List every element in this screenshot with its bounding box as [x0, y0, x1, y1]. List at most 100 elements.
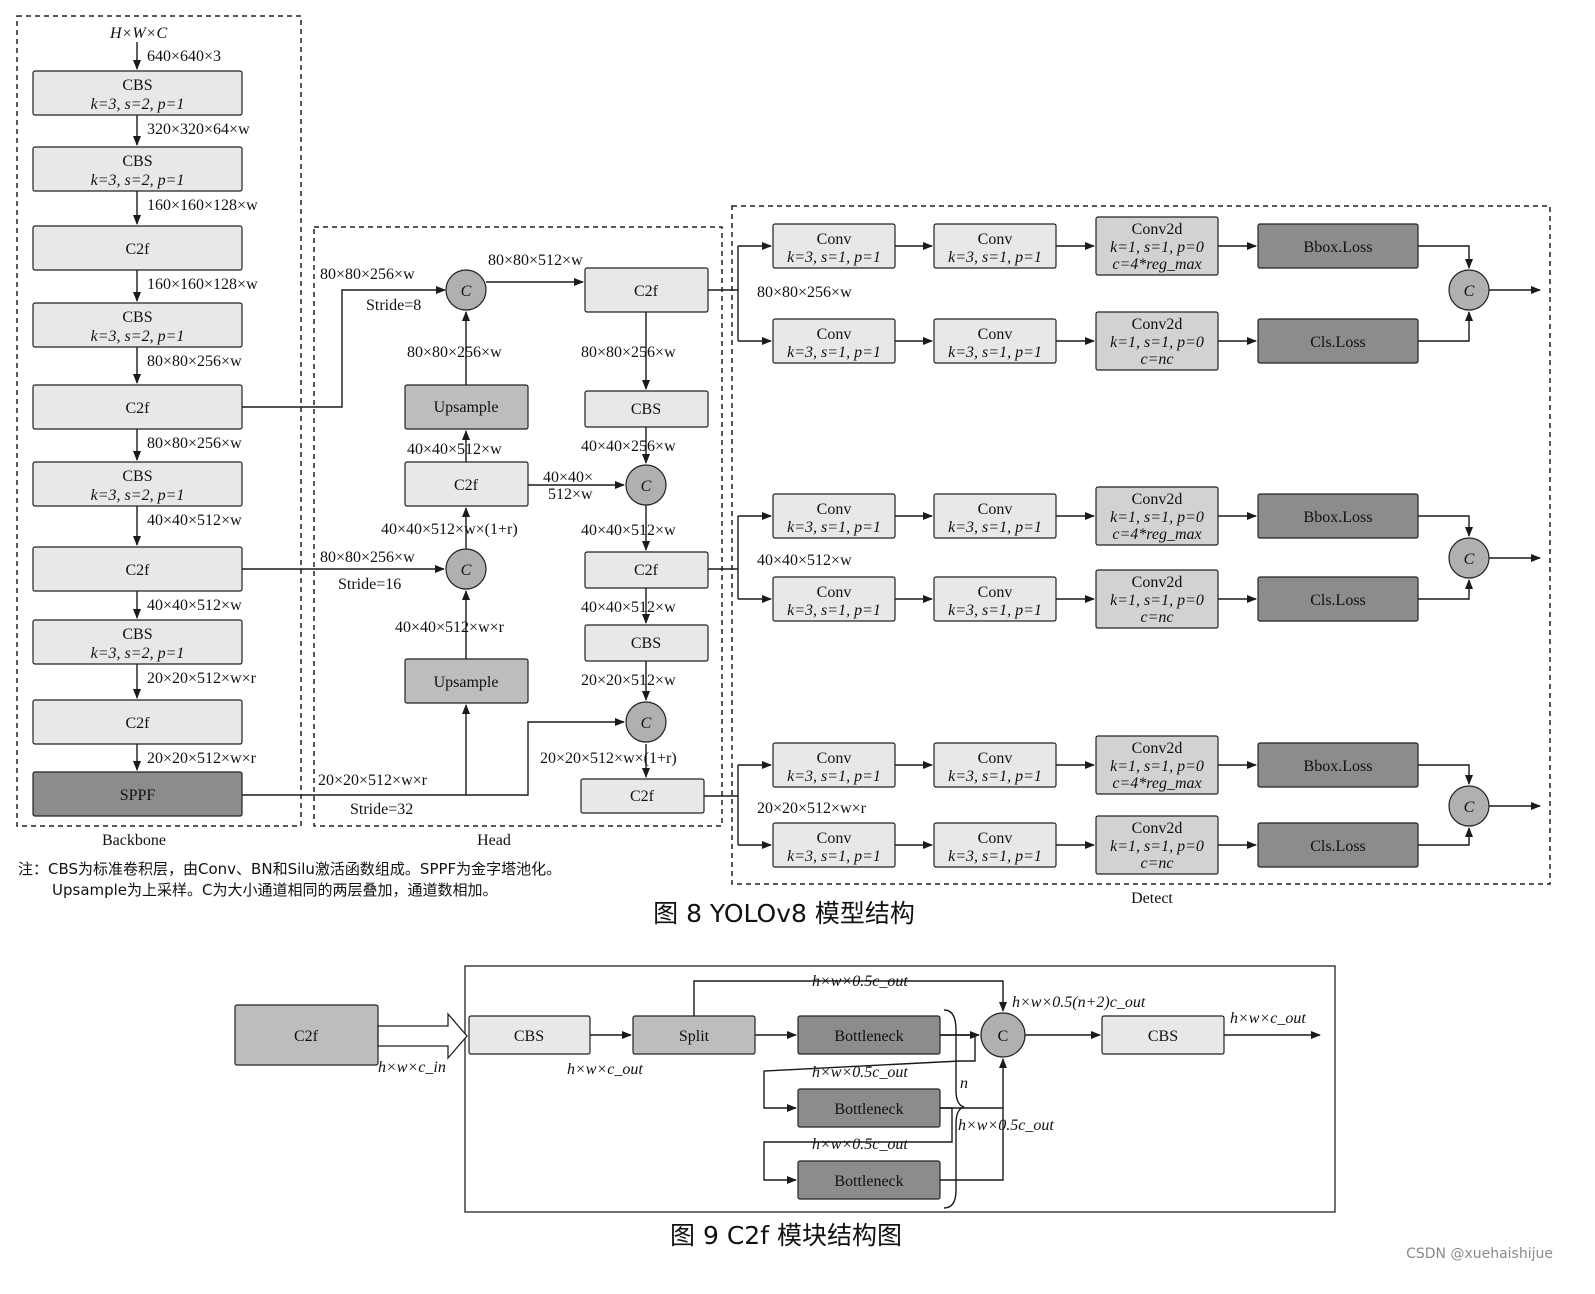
detect-conv2d-channels: c=nc — [1141, 351, 1174, 368]
c2f-module-frame — [464, 965, 1336, 1213]
detect-conv-name: Conv — [817, 501, 852, 518]
detect-conv-name: Conv — [978, 750, 1013, 767]
backbone-dim-label: 320×320×64×w — [147, 121, 250, 138]
fig9-label-brace: h×w×0.5c_out — [958, 1117, 1054, 1134]
head-label: 80×80×256×w — [320, 266, 415, 283]
head-label: 20×20×512×w — [581, 672, 676, 689]
fig9-caption: 图 9 C2f 模块结构图 — [670, 1221, 902, 1250]
detect-conv-name: Conv — [817, 830, 852, 847]
fig9-c2f-block: C2f — [234, 1004, 379, 1066]
backbone-block-params: k=3, s=2, p=1 — [91, 487, 185, 504]
backbone-dim-label: 80×80×256×w — [147, 353, 242, 370]
fig9-concat: C — [980, 1012, 1026, 1058]
detect-conv-params: k=3, s=1, p=1 — [948, 848, 1042, 865]
detect-conv-name: Conv — [978, 584, 1013, 601]
detect-conv2d-channels: c=4*reg_max — [1112, 775, 1201, 792]
detect-conv-params: k=3, s=1, p=1 — [948, 249, 1042, 266]
head-concat-2: C — [445, 548, 487, 590]
fig8-caption: 图 8 YOLOv8 模型结构 — [653, 899, 915, 928]
detect-concat: C — [1448, 537, 1490, 579]
fig8-note-line2: Upsample为上采样。C为大小通道相同的两层叠加，通道数相加。 — [52, 881, 498, 899]
backbone-input-label: H×W×C — [109, 25, 167, 42]
detect-bbox-loss: Bbox.Loss — [1257, 223, 1419, 269]
svg-text:Split: Split — [679, 1028, 710, 1045]
detect-conv2d-name: Conv2d — [1132, 221, 1183, 238]
backbone-block-name: CBS — [122, 626, 152, 643]
backbone-block-name: CBS — [122, 153, 152, 170]
head-label: 40×40×512×w — [407, 441, 502, 458]
detect-concat-label: C — [1464, 283, 1475, 300]
head-to-detect-connectors — [704, 289, 738, 797]
head-label: 40×40×256×w — [581, 438, 676, 455]
detect-bbox-loss: Bbox.Loss — [1257, 493, 1419, 539]
fig9-label-b2-b3: h×w×0.5c_out — [812, 1136, 908, 1153]
head-label: 512×w — [548, 486, 593, 503]
head-title: Head — [477, 832, 511, 849]
detect-conv-params: k=3, s=1, p=1 — [948, 768, 1042, 785]
detect-concat-label: C — [1464, 799, 1475, 816]
detect-concat-label: C — [1464, 551, 1475, 568]
svg-text:Upsample: Upsample — [434, 674, 499, 691]
detect-input-label: 40×40×512×w — [757, 552, 852, 569]
detect-conv2d-channels: c=nc — [1141, 609, 1174, 626]
head-label: 40×40×512×w×r — [395, 619, 505, 636]
detect-conv-name: Conv — [817, 584, 852, 601]
detect-concat: C — [1448, 269, 1490, 311]
backbone-dim-label: 20×20×512×w×r — [147, 750, 257, 767]
svg-text:C: C — [641, 715, 652, 732]
svg-text:C: C — [461, 283, 472, 300]
detect-conv2d-params: k=1, s=1, p=0 — [1110, 838, 1204, 855]
backbone-block-name: CBS — [122, 468, 152, 485]
head-label: 80×80×256×w — [320, 549, 415, 566]
backbone-block-params: k=3, s=2, p=1 — [91, 328, 185, 345]
detect-cls-loss: Cls.Loss — [1257, 822, 1419, 868]
head-c2f-out-2: C2f — [584, 551, 709, 589]
svg-text:Bottleneck: Bottleneck — [834, 1101, 903, 1118]
head-upsample-1: Upsample — [404, 384, 529, 430]
svg-text:CBS: CBS — [514, 1028, 544, 1045]
svg-text:C2f: C2f — [630, 788, 655, 805]
detect-region — [731, 205, 1551, 885]
backbone-block-c2f: C2f — [32, 384, 243, 430]
head-concat-4: C — [625, 701, 667, 743]
head-connectors — [242, 278, 650, 796]
head-label: Stride=16 — [338, 576, 401, 593]
detect-conv-params: k=3, s=1, p=1 — [787, 848, 881, 865]
backbone-dim-label: 40×40×512×w — [147, 512, 242, 529]
backbone-block-params: k=3, s=2, p=1 — [91, 172, 185, 189]
detect-loss-label: Cls.Loss — [1310, 592, 1366, 609]
detect-conv-name: Conv — [978, 501, 1013, 518]
detect-conv2d-name: Conv2d — [1132, 574, 1183, 591]
backbone-region — [16, 15, 302, 827]
detect-conv2d-channels: c=nc — [1141, 855, 1174, 872]
head-label: Stride=32 — [350, 801, 413, 818]
head-region — [313, 226, 723, 827]
fig9-split: Split — [632, 1015, 756, 1055]
head-concat-3: C — [625, 464, 667, 506]
detect-loss-label: Cls.Loss — [1310, 838, 1366, 855]
detect-loss-label: Cls.Loss — [1310, 334, 1366, 351]
detect-conv2d-channels: c=4*reg_max — [1112, 256, 1201, 273]
detect-conv-params: k=3, s=1, p=1 — [787, 602, 881, 619]
detect-conv2d-params: k=1, s=1, p=0 — [1110, 239, 1204, 256]
watermark: CSDN @xuehaishijue — [1406, 1246, 1553, 1262]
svg-text:C2f: C2f — [294, 1028, 319, 1045]
fig9-label-b1-b2: h×w×0.5c_out — [812, 1064, 908, 1081]
backbone-dim-label: 640×640×3 — [147, 48, 221, 65]
